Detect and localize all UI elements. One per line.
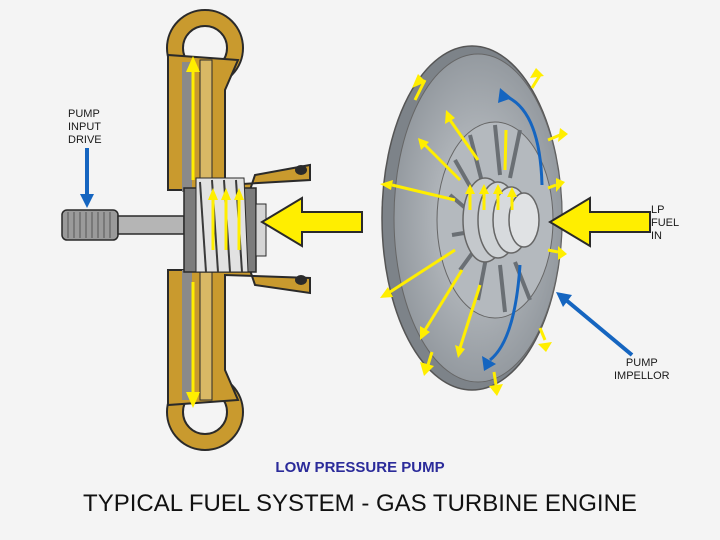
label-line: LP [651,204,665,216]
label-line: INPUT [68,121,101,133]
label-line: IN [651,230,662,242]
label-line: FUEL [651,217,680,229]
label-line: DRIVE [68,134,102,146]
pump-input-drive-pointer [80,148,94,208]
pump-impellor-label: PUMP IMPELLOR [614,357,670,383]
rotation-arrows [482,88,544,371]
label-line: IMPELLOR [614,370,670,382]
impeller-disc [381,45,563,391]
lp-fuel-inlet-arrow [548,196,651,248]
impeller-flow-arrows [380,68,568,396]
lp-fuel-in-label: LP FUEL IN [651,204,679,243]
pump-casing-section [166,9,311,451]
slide-title: TYPICAL FUEL SYSTEM - GAS TURBINE ENGINE [83,490,637,517]
label-line: PUMP [625,357,658,369]
label-line: PUMP [68,108,100,120]
diagram-subtitle: LOW PRESSURE PUMP [275,459,445,476]
pump-input-drive-label: PUMP INPUT DRIVE [68,108,102,147]
pump-impellor-pointer [556,292,634,357]
casing-flow-arrows [186,56,244,408]
inlet-arrow-left [260,196,363,248]
